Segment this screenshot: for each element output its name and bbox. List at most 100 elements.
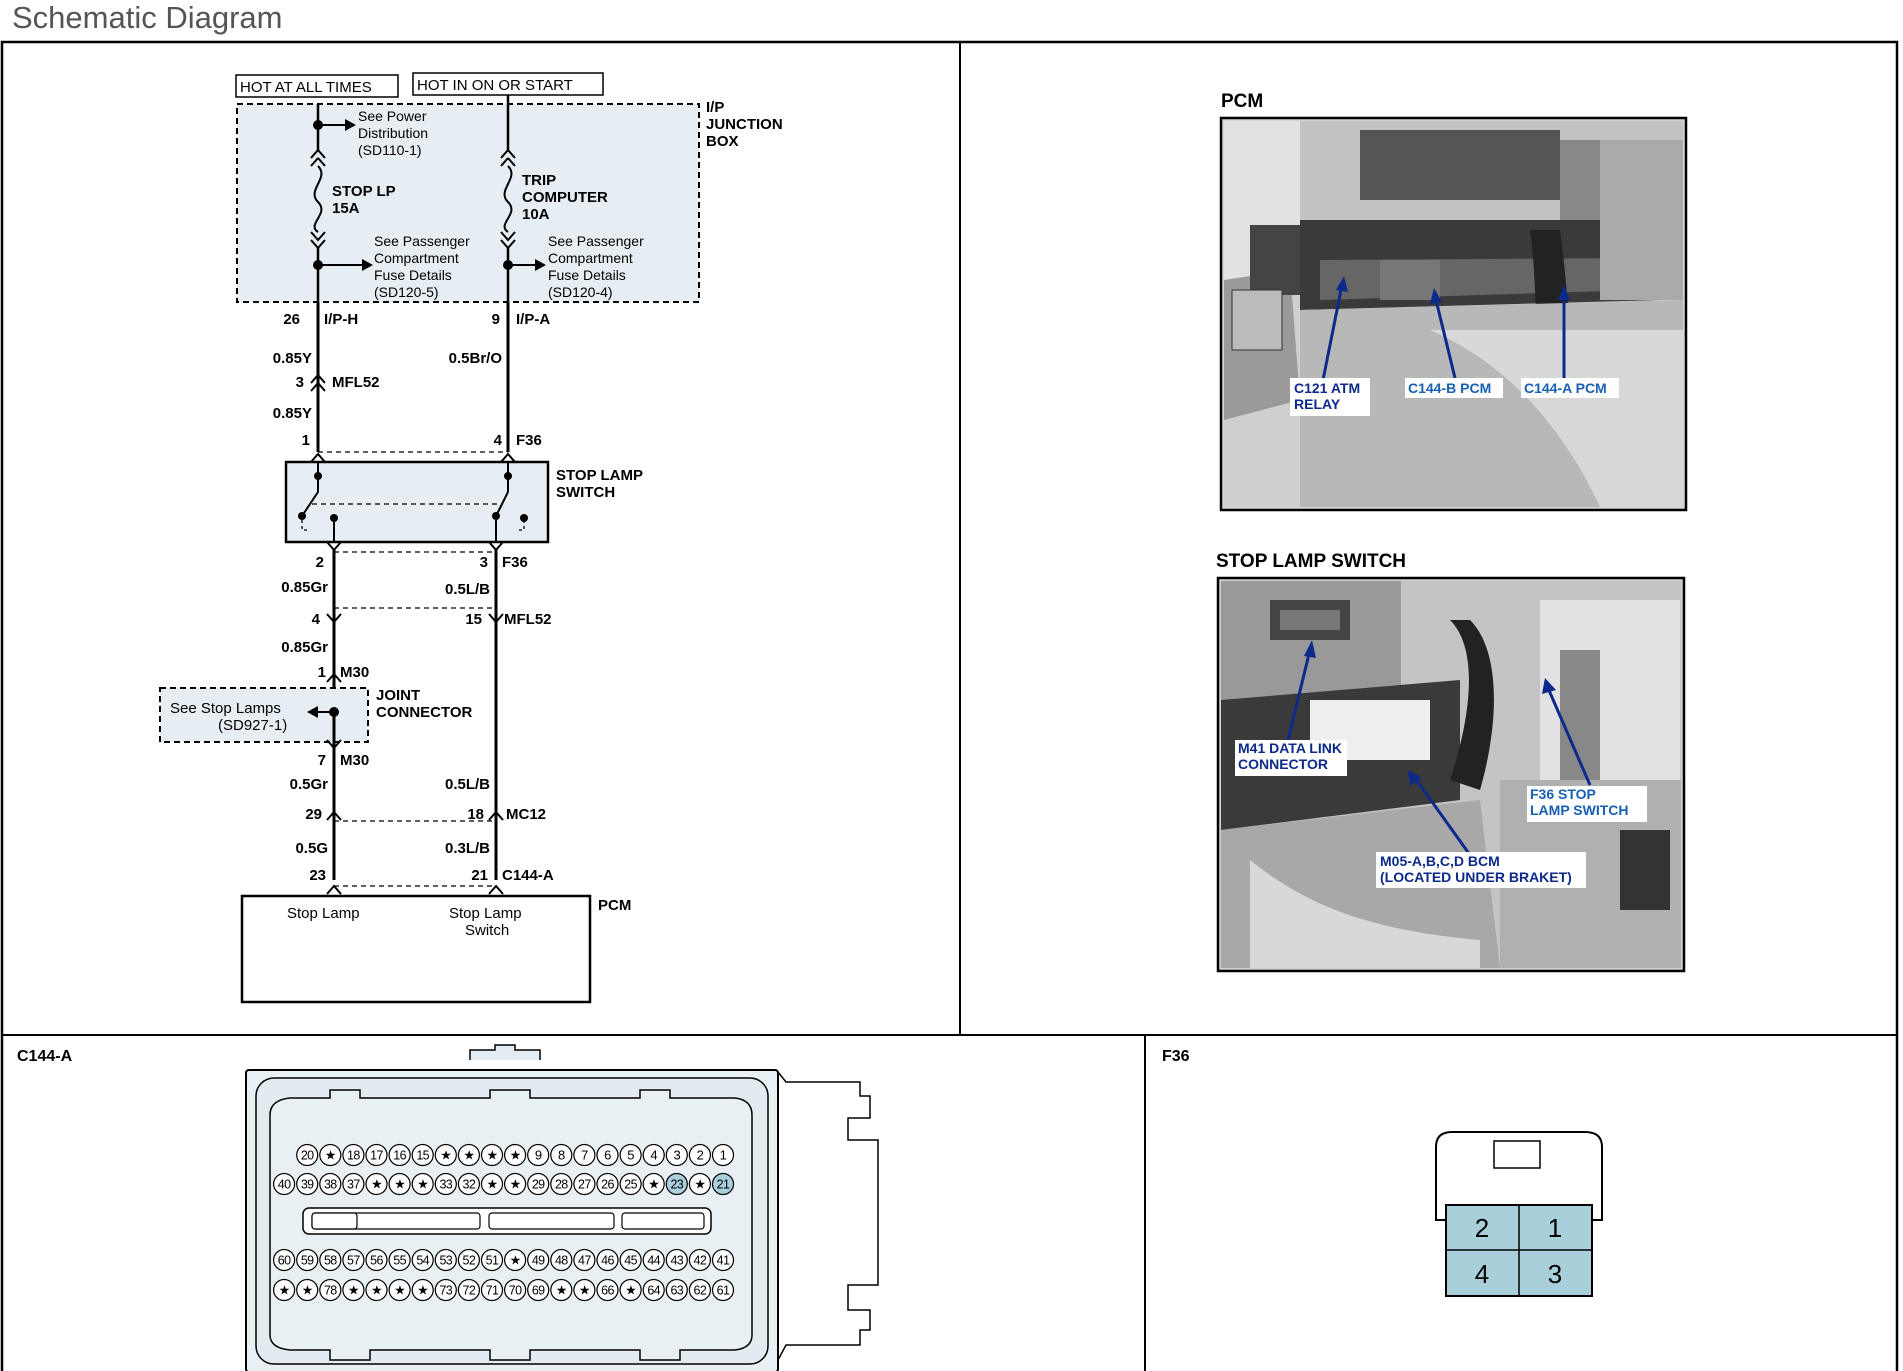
callout-c144a: C144-A PCM — [1524, 380, 1607, 396]
wire-05gr: 0.5Gr — [290, 776, 329, 793]
c144a-pin-cavity — [480, 1248, 504, 1272]
c144a-pin-cavity — [296, 1278, 319, 1302]
c144a-pin-cavity — [480, 1278, 504, 1302]
wire-085y-a: 0.85Y — [273, 350, 312, 367]
see-pass-right-4: (SD120-4) — [548, 284, 613, 300]
pin-1-f36: 1 — [302, 432, 310, 449]
c144a-pin-label: 59 — [301, 1254, 314, 1268]
pcm-stop-lamp: Stop Lamp — [287, 905, 360, 922]
c144a-pin-label: ★ — [394, 1283, 405, 1298]
c144a-pin-label: 71 — [486, 1284, 499, 1298]
c144a-pin-cavity — [573, 1278, 596, 1302]
see-power-dist-2: Distribution — [358, 125, 428, 141]
c144a-pin-cavity — [319, 1143, 342, 1167]
see-power-dist-3: (SD110-1) — [358, 142, 422, 158]
svg-text:See Power: See Power — [358, 108, 427, 124]
c144a-pin-cavity — [388, 1248, 411, 1272]
stop-lp-fuse-symbol — [313, 165, 323, 233]
pcm-label: PCM — [598, 897, 631, 914]
c144a-pin-cavity — [596, 1172, 619, 1196]
c144a-pin-cavity — [296, 1248, 319, 1272]
f36-pin-2: 2 — [1475, 1213, 1489, 1243]
svg-text:Switch: Switch — [465, 922, 509, 939]
see-pass-left-1: See Passenger — [374, 233, 470, 249]
c144a-pin-cavity — [550, 1172, 573, 1196]
c144a-title: C144-A — [17, 1048, 73, 1065]
c144a-pin-label: 60 — [278, 1254, 291, 1268]
c144a-pin-cavity — [573, 1172, 596, 1196]
c144a-pin-label: 33 — [439, 1178, 452, 1192]
wiring-schematic: HOT AT ALL TIMES HOT IN ON OR START I/P … — [159, 72, 783, 1004]
c144a-pin-cavity — [688, 1143, 712, 1167]
c144a-pin-cavity — [434, 1278, 457, 1302]
c144a-pin-cavity — [711, 1143, 735, 1167]
conn-f36-a: F36 — [516, 432, 542, 449]
pcm-box — [240, 894, 592, 1004]
c144a-pin-label: 45 — [624, 1254, 637, 1268]
c144a-pin-label: 5 — [627, 1148, 634, 1163]
c144a-pin-cavity — [642, 1278, 665, 1302]
callout-c121-1: C121 ATM — [1294, 380, 1360, 396]
c144a-pin-label: ★ — [302, 1283, 313, 1298]
c144a-pin-cavity — [411, 1172, 434, 1196]
c144a-pin-label: ★ — [556, 1283, 567, 1298]
c144a-pin-label: 52 — [463, 1254, 476, 1268]
pin-9: 9 — [492, 311, 500, 328]
see-power-dist-1: See Power — [358, 108, 427, 124]
conn-c144a-label: C144-A — [502, 867, 554, 884]
c144a-pin-cavity — [527, 1143, 550, 1167]
c144a-pin-cavity — [596, 1143, 619, 1167]
see-pass-left-4: (SD120-5) — [374, 284, 439, 300]
c144a-pin-label: ★ — [486, 1177, 497, 1192]
callout-m05-2: (LOCATED UNDER BRAKET) — [1380, 869, 1572, 885]
c144a-pin-label: ★ — [394, 1177, 405, 1192]
svg-text:STOP LAMP: STOP LAMP — [556, 467, 643, 484]
pin-3-f36: 3 — [480, 554, 488, 571]
svg-text:TRIP: TRIP — [522, 172, 556, 189]
c144a-pin-cavity — [434, 1248, 457, 1272]
page-title: Schematic Diagram — [12, 0, 283, 35]
wire-05lb-a: 0.5L/B — [445, 581, 490, 598]
svg-text:SWITCH: SWITCH — [556, 484, 615, 501]
svg-text:LAMP SWITCH: LAMP SWITCH — [1530, 802, 1629, 818]
c144a-pin-cavity — [573, 1143, 596, 1167]
c144a-pin-label: 9 — [535, 1148, 542, 1163]
pin-21: 21 — [471, 867, 488, 884]
c144a-pin-cavity — [596, 1248, 619, 1272]
svg-text:Distribution: Distribution — [358, 125, 428, 141]
svg-text:Fuse Details: Fuse Details — [374, 267, 452, 283]
conn-mc12: MC12 — [506, 806, 546, 823]
c144a-pin-cavity — [434, 1143, 457, 1167]
see-pass-right-1: See Passenger — [548, 233, 644, 249]
c144a-pin-cavity — [503, 1143, 527, 1167]
pin-26: 26 — [283, 311, 300, 328]
c144a-pin-cavity — [503, 1172, 527, 1196]
c144a-pin-label: 49 — [532, 1254, 545, 1268]
svg-text:See Passenger: See Passenger — [548, 233, 644, 249]
see-pass-right-2: Compartment — [548, 250, 633, 266]
see-pass-right-3: Fuse Details — [548, 267, 626, 283]
c144a-pin-label: 16 — [393, 1149, 406, 1163]
c144a-pin-label: 26 — [601, 1178, 614, 1192]
c144a-pin-label: 3 — [673, 1148, 680, 1163]
c144a-pin-cavity — [688, 1172, 712, 1196]
c144a-pin-label: 28 — [555, 1178, 568, 1192]
c144a-pin-label: 4 — [650, 1148, 657, 1163]
c144a-pin-cavity — [342, 1143, 365, 1167]
c144a-pin-label: 51 — [486, 1254, 499, 1268]
ip-junction-box — [236, 103, 700, 303]
c144a-pin-cavity — [365, 1143, 388, 1167]
c144a-pin-cavity — [388, 1143, 411, 1167]
wire-05lb-b: 0.5L/B — [445, 776, 490, 793]
c144a-pin-cavity — [342, 1248, 365, 1272]
c144a-pin-label: ★ — [694, 1177, 705, 1192]
callout-c121-2: RELAY — [1294, 396, 1341, 412]
callout-c144b: C144-B PCM — [1408, 380, 1491, 396]
callout-m41-2: CONNECTOR — [1238, 756, 1328, 772]
c144a-pin-label: 56 — [370, 1254, 383, 1268]
svg-text:(SD120-5): (SD120-5) — [374, 284, 439, 300]
c144a-pin-cavity — [273, 1172, 296, 1196]
svg-text:STOP LP: STOP LP — [332, 183, 396, 200]
stop-lamp-switch-photo: M41 DATA LINK CONNECTOR F36 STOP LAMP SW… — [1216, 576, 1686, 973]
